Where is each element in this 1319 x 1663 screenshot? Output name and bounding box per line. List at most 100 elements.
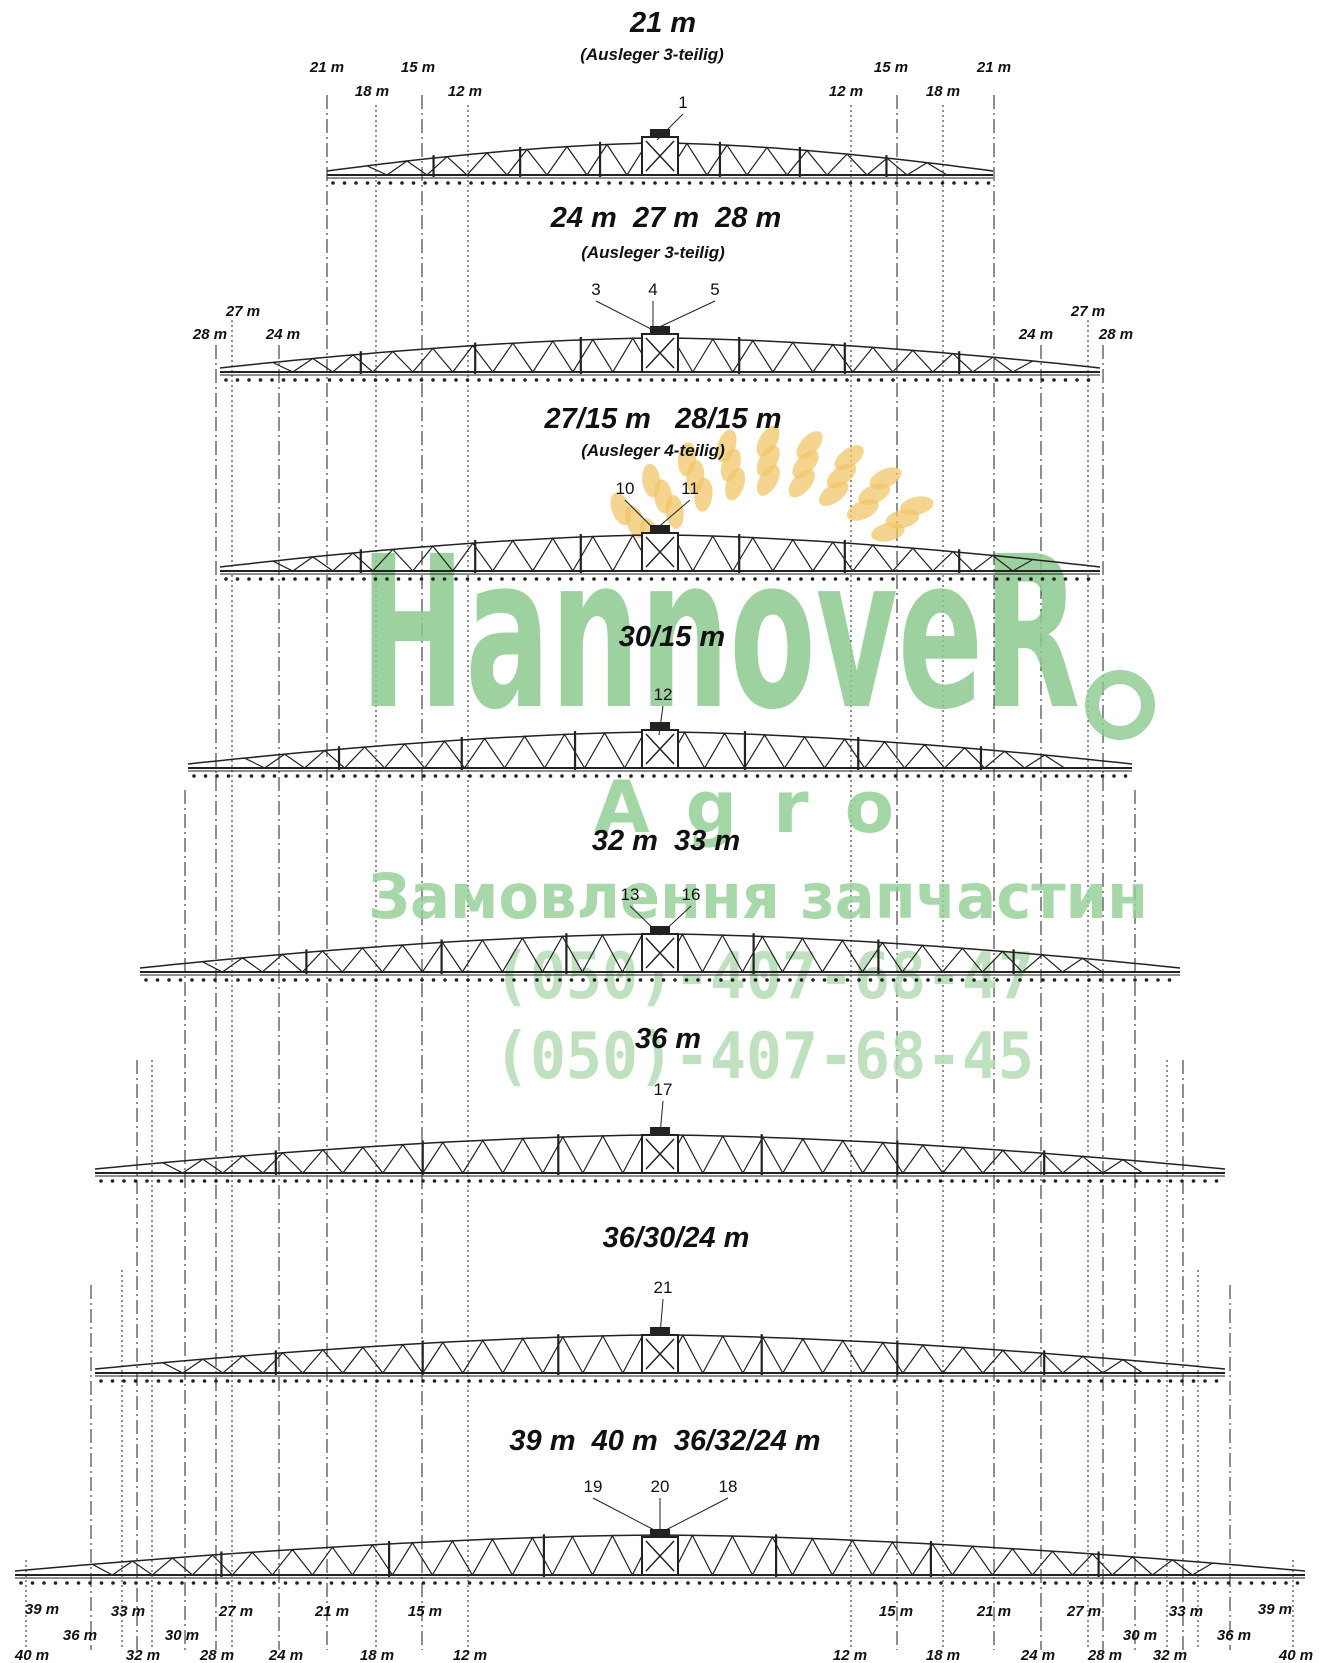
dimension-label: 33 m <box>111 1603 145 1620</box>
dimension-label: 24 m <box>1020 1647 1055 1663</box>
dimension-guide-lines <box>25 95 1294 1650</box>
wheat-grain-icon <box>788 469 815 498</box>
boom-drawings <box>14 129 1306 1585</box>
boom-frame <box>187 722 1133 778</box>
dimension-label: 21 m <box>309 59 344 76</box>
callout-label: 19 <box>584 1477 603 1496</box>
callout-label: 21 <box>654 1278 673 1297</box>
wheat-logo-icon <box>610 425 1155 740</box>
callout-label: 11 <box>681 479 699 498</box>
section-title-36m: 36 m <box>635 1023 701 1055</box>
boom-frame <box>219 326 1101 382</box>
dimension-label: 27 m <box>225 303 260 320</box>
wheat-grain-icon <box>756 425 780 457</box>
section-titles: 21 m (Ausleger 3-teilig) 24 m 27 m 28 m … <box>509 7 820 1457</box>
dimension-label: 21 m <box>976 1603 1011 1620</box>
dimension-label: 12 m <box>833 1647 867 1663</box>
wheat-grain-icon <box>677 442 697 477</box>
section-title-27-15-28-15m: 27/15 m 28/15 m <box>544 403 782 435</box>
dimension-label: 12 m <box>448 83 482 100</box>
dimension-label: 27 m <box>1066 1603 1101 1620</box>
dimension-label: 36 m <box>1217 1627 1251 1644</box>
dimension-label: 39 m <box>25 1601 59 1618</box>
callout-label: 4 <box>648 280 657 299</box>
watermark-phone-1: (050)-407-68-47 <box>494 940 1034 1014</box>
dimension-label: 32 m <box>126 1647 160 1663</box>
callout-leader <box>658 705 664 736</box>
wheat-grain-icon <box>716 429 737 463</box>
dimension-label: 28 m <box>192 326 227 343</box>
callout-leader <box>659 1298 664 1336</box>
section-title-39-40m: 39 m 40 m 36/32/24 m <box>509 1425 820 1457</box>
callout-leader <box>624 499 656 531</box>
callout-label: 1 <box>678 93 687 112</box>
dimension-labels: 21 m 18 m 15 m 12 m 15 m 12 m 18 m 21 m 27 m 28 m… <box>14 59 1313 1663</box>
watermark: HannoveR Agro Замовлення запчастин (050)… <box>360 425 1155 1094</box>
dimension-label: 15 m <box>408 1603 442 1620</box>
dimension-label: 21 m <box>976 59 1011 76</box>
dimension-label: 33 m <box>1169 1603 1203 1620</box>
section-subtitle-27-15-28-15m: (Ausleger 4-teilig) <box>581 441 725 460</box>
callout-leader <box>654 499 691 531</box>
dimension-label: 18 m <box>355 83 389 100</box>
dimension-label: 24 m <box>1018 326 1053 343</box>
callout-leader <box>592 1497 661 1534</box>
section-title-21m: 21 m <box>629 7 696 39</box>
section-title-30-15m: 30/15 m <box>619 621 725 653</box>
boom-frame <box>326 129 994 185</box>
dimension-label: 15 m <box>401 59 435 76</box>
dimension-label: 15 m <box>874 59 908 76</box>
wheat-grain-icon <box>756 445 780 477</box>
callout-label: 17 <box>654 1080 673 1099</box>
section-title-36-30-24m: 36/30/24 m <box>603 1222 750 1254</box>
dimension-label: 32 m <box>1153 1647 1187 1663</box>
dimension-label: 36 m <box>63 1627 97 1644</box>
boom-frame <box>14 1529 1306 1585</box>
dimension-label: 27 m <box>218 1603 253 1620</box>
section-title-24-27-28m: 24 m 27 m 28 m <box>550 202 782 234</box>
dimension-label: 12 m <box>453 1647 487 1663</box>
dimension-label: 40 m <box>14 1647 49 1663</box>
boom-frame <box>94 1327 1226 1383</box>
boom-frame <box>139 926 1181 982</box>
wheat-grain-icon <box>792 450 819 479</box>
boom-frame <box>94 1127 1226 1183</box>
wheat-grain-icon <box>834 445 864 471</box>
dimension-label: 40 m <box>1278 1647 1313 1663</box>
callout-label: 10 <box>616 479 635 498</box>
watermark-phone-2: (050)-407-68-45 <box>494 1020 1034 1094</box>
boom-frame <box>219 525 1101 581</box>
callout-label: 5 <box>710 280 719 299</box>
dimension-label: 28 m <box>1087 1647 1122 1663</box>
wheat-grain-icon <box>869 467 902 490</box>
watermark-service: Замовлення запчастин <box>368 860 1148 933</box>
dimension-label: 28 m <box>199 1647 234 1663</box>
section-subtitle-21m: (Ausleger 3-teilig) <box>580 45 724 64</box>
dimension-label: 24 m <box>268 1647 303 1663</box>
dimension-label: 39 m <box>1258 1601 1292 1618</box>
dimension-label: 18 m <box>926 83 960 100</box>
callout-leader <box>595 300 654 331</box>
dimension-label: 28 m <box>1098 326 1133 343</box>
gear-icon <box>1085 670 1155 740</box>
dimension-label: 15 m <box>879 1603 913 1620</box>
wheat-grain-icon <box>826 463 857 489</box>
callout-label: 18 <box>719 1477 738 1496</box>
dimension-label: 18 m <box>926 1647 960 1663</box>
dimension-label: 30 m <box>1123 1627 1157 1644</box>
callout-label: 12 <box>654 685 673 704</box>
dimension-label: 30 m <box>165 1627 199 1644</box>
section-subtitle-24-27-28m: (Ausleger 3-teilig) <box>581 243 725 262</box>
section-title-32-33m: 32 m 33 m <box>592 825 740 857</box>
wheat-grain-icon <box>819 481 849 506</box>
dimension-label: 12 m <box>829 83 863 100</box>
callout-leader <box>659 1497 729 1534</box>
watermark-tagline: Agro <box>594 765 930 849</box>
wheat-grain-icon <box>756 464 780 496</box>
callout-label: 20 <box>651 1477 670 1496</box>
dimension-label: 18 m <box>360 1647 394 1663</box>
wheat-grain-icon <box>642 463 661 498</box>
callout-leader <box>652 300 716 331</box>
